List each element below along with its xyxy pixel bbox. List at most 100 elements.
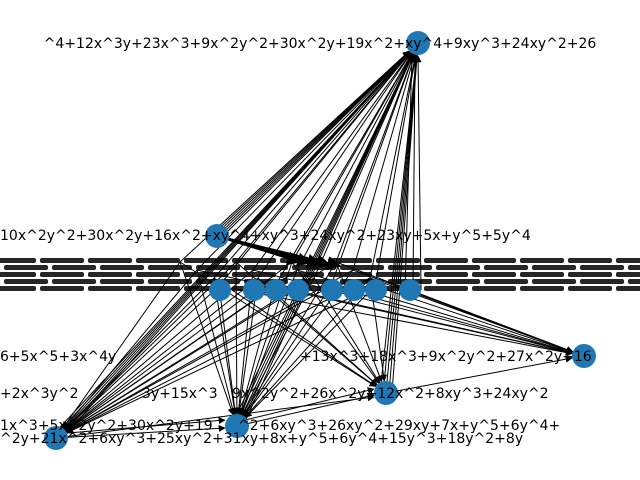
edge-to-top [404,55,416,291]
cluster-label-glyphs [0,286,36,291]
cluster-label-glyphs [40,286,84,291]
cluster-node[interactable] [365,279,387,301]
edge-to-top [391,54,421,394]
cluster-label-glyphs [184,272,228,277]
edge-to-bottom-left [64,285,220,431]
cluster-label-glyphs [436,279,480,284]
cluster-label-glyphs [148,279,192,284]
cluster-label-glyphs [0,272,36,277]
edge-to-lower-center [240,269,298,416]
node-upper-left[interactable] [205,224,229,248]
nodes-layer [44,31,596,450]
cluster-label-glyphs [376,258,420,263]
edge-to-top [274,52,413,287]
side-label: 6+5x^5+3x^4y [0,349,116,365]
node-label-lower-center: ^2+6xy^3+26xy^2+29xy+7x+y^5+6y^4+ [238,418,560,434]
edge-to-top [388,54,420,394]
edge-to-top [242,53,414,427]
edge-to-bottom-left [65,285,332,433]
node-lower-center[interactable] [225,414,249,438]
cluster-label-glyphs [232,272,276,277]
edge-to-lower-center [244,277,371,418]
labels-layer: ^4+12x^3y+23x^3+9x^2y^2+30x^2y+19x^2+xy^… [0,36,596,447]
node-label-mid-bottom: 9x^2y^2+26x^2y+12x^2+8xy^3+24xy^2 [232,386,549,402]
edge-to-bottom-left [63,277,215,430]
cluster-label-glyphs [232,258,276,263]
cluster-label-glyphs [388,265,432,270]
cluster-label-glyphs [616,258,640,263]
cluster-label-glyphs [40,272,84,277]
edge-to-top [411,55,419,291]
cluster-label-glyphs [628,265,640,270]
edge-to-top [330,53,416,287]
edge-to-top [313,53,414,279]
edge-to-top [369,54,418,279]
cluster-label-glyphs [184,258,228,263]
cluster-label-glyphs [328,272,372,277]
node-right[interactable] [572,344,596,368]
cluster-label-glyphs [136,286,180,291]
cluster-node[interactable] [399,279,421,301]
cluster-node[interactable] [243,279,265,301]
node-bottom-left[interactable] [44,426,68,450]
cluster-node[interactable] [209,279,231,301]
cluster-label-glyphs [472,258,516,263]
edge-to-top [213,51,411,279]
edge-to-lower-center [196,269,236,416]
cluster-node[interactable] [343,279,365,301]
cluster-label-glyphs [532,265,576,270]
edge-bottom-left-to-mid-bottom [55,394,375,439]
cluster-label-glyphs [568,286,612,291]
edge-to-top [382,54,420,394]
edge-to-lower-center [218,285,239,415]
edge-to-bottom-left [64,277,259,431]
cluster-label-glyphs [568,272,612,277]
cluster-label-glyphs [4,265,48,270]
node-label-bottom-left: ^2y+21x^2+6xy^3+25xy^2+31xy+8x+y^5+6y^4+… [0,431,523,447]
edge-to-top [291,52,413,263]
edge-to-top [252,52,412,271]
cluster-label-glyphs [52,279,96,284]
cluster-label-glyphs [580,279,624,284]
edge-to-top [235,51,411,263]
cluster-layer [0,258,640,291]
node-mid-bottom[interactable] [374,381,398,405]
cluster-label-glyphs [424,272,468,277]
cluster-label-glyphs [4,279,48,284]
cluster-label-glyphs [280,258,324,263]
cluster-label-glyphs [568,258,612,263]
edge-to-lower-center [243,285,332,417]
edge-to-top [236,53,414,427]
cluster-node[interactable] [265,279,287,301]
cluster-node[interactable] [287,279,309,301]
cluster-label-glyphs [436,265,480,270]
edge-to-top [233,53,414,427]
cluster-label-glyphs [136,258,180,263]
cluster-label-glyphs [280,272,324,277]
node-top[interactable] [406,31,430,55]
edge-to-top [61,51,411,439]
cluster-label-glyphs [484,265,528,270]
cluster-label-glyphs [424,258,468,263]
cluster-label-glyphs [148,265,192,270]
edge-to-bottom-left [66,285,376,434]
cluster-label-glyphs [136,272,180,277]
cluster-label-glyphs [100,265,144,270]
side-label: +2x^3y^2 [0,386,78,402]
cluster-node[interactable] [321,279,343,301]
cluster-label-glyphs [520,258,564,263]
node-label-top: ^4+12x^3y+23x^3+9x^2y^2+30x^2y+19x^2+xy^… [44,36,597,52]
cluster-label-glyphs [52,265,96,270]
cluster-label-glyphs [472,286,516,291]
cluster-label-glyphs [88,272,132,277]
cluster-label-glyphs [520,286,564,291]
edge-to-lower-center [242,277,315,416]
cluster-label-glyphs [580,265,624,270]
cluster-label-glyphs [472,272,516,277]
edge-mid-bottom-to-right [385,355,573,394]
cluster-label-glyphs [532,279,576,284]
edge-to-top [257,52,412,279]
cluster-label-glyphs [88,286,132,291]
cluster-label-glyphs [628,279,640,284]
